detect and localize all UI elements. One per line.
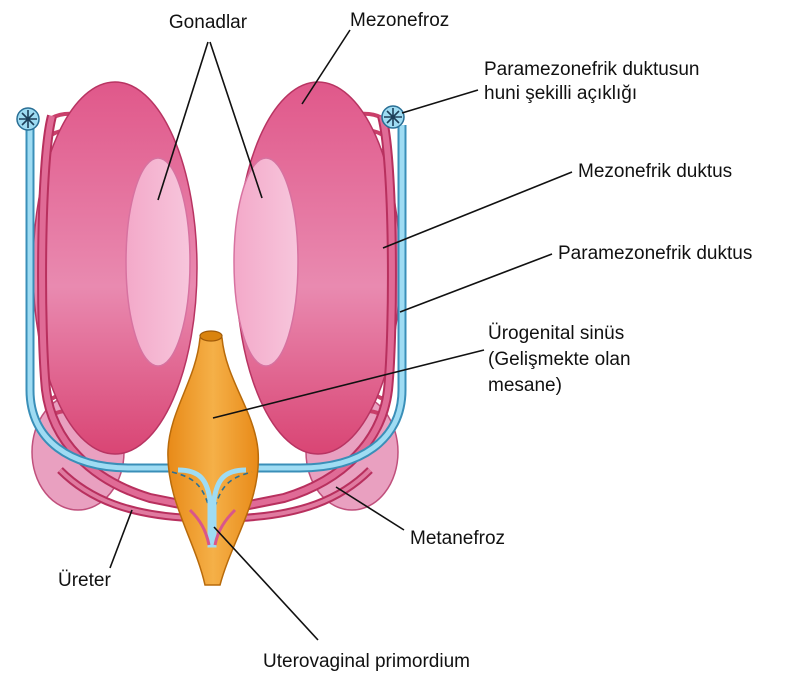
- label-mesonephros: Mezonefroz: [350, 10, 449, 31]
- paramesonephric-funnel-left: [17, 108, 39, 130]
- label-urogenital-sinus-line1: Ürogenital sinüs: [488, 323, 624, 344]
- label-urogenital-sinus-line3: mesane): [488, 375, 562, 396]
- label-uterovaginal-primordium: Uterovaginal primordium: [263, 651, 470, 672]
- label-metanephros: Metanefroz: [410, 528, 505, 549]
- gonad-right: [234, 158, 298, 366]
- label-paramesonephric-duct: Paramezonefrik duktus: [558, 243, 752, 264]
- label-gonads: Gonadlar: [169, 12, 248, 33]
- paramesonephric-funnel-right: [382, 106, 404, 128]
- label-ureter: Üreter: [58, 570, 111, 591]
- label-funnel-line2: huni şekilli açıklığı: [484, 83, 637, 104]
- gonad-left: [126, 158, 190, 366]
- label-urogenital-sinus-line2: (Gelişmekte olan: [488, 349, 631, 370]
- label-mesonephric-duct: Mezonefrik duktus: [578, 161, 732, 182]
- label-funnel-line1: Paramezonefrik duktusun: [484, 59, 699, 80]
